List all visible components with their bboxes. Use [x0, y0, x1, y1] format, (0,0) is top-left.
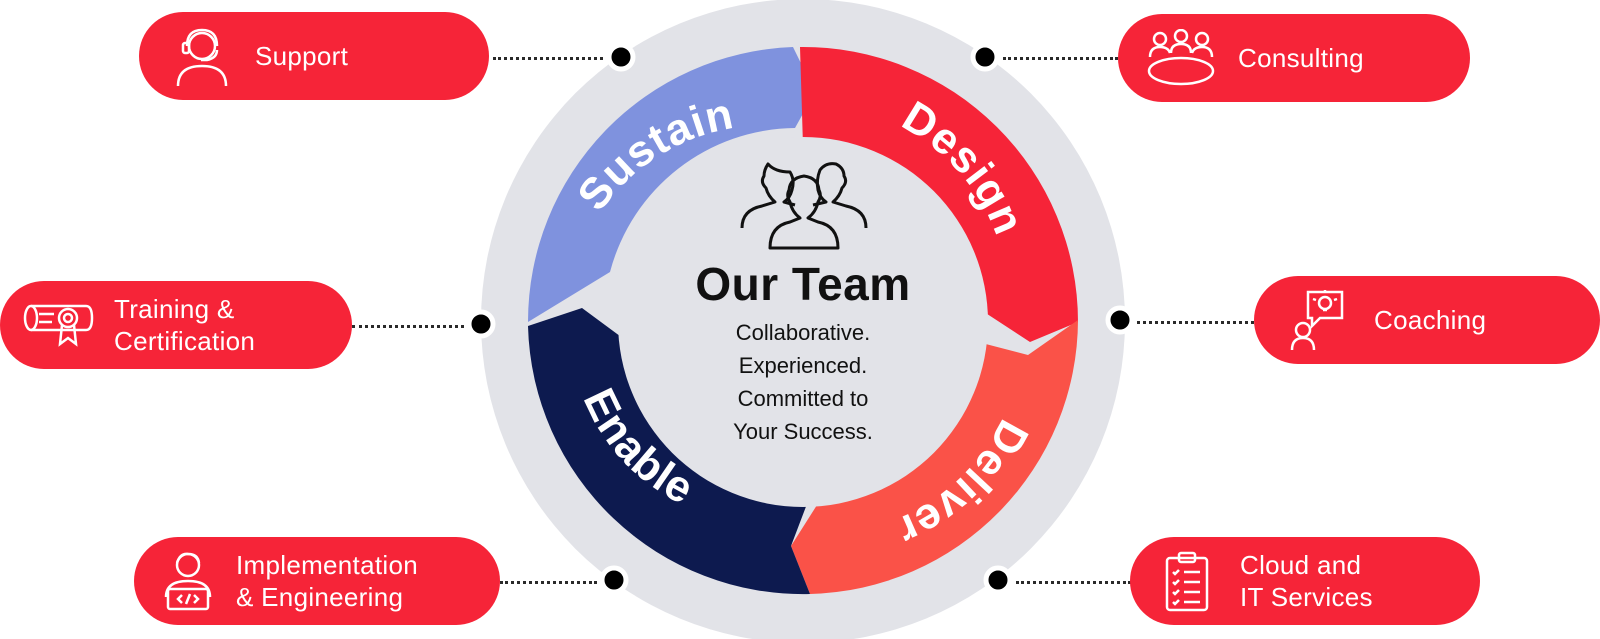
support-pill: Support [139, 12, 489, 100]
tagline-line: Committed to [737, 386, 869, 411]
connector-dot-training [466, 309, 496, 339]
connector-dot-coaching [1105, 305, 1135, 335]
cloud-pill: Cloud and IT Services [1130, 537, 1480, 625]
support-label: Support [255, 41, 349, 71]
training-label-line1: Training & [114, 294, 235, 324]
checklist-clipboard-icon [1162, 550, 1212, 612]
connector-support [493, 57, 603, 60]
tagline-line: Your Success. [733, 419, 873, 444]
team-tagline: Collaborative. Experienced. Committed to… [663, 316, 943, 448]
connector-dot-consulting [970, 42, 1000, 72]
consulting-pill: Consulting [1118, 14, 1470, 102]
segment-deliver [791, 320, 1078, 594]
team-icon [740, 162, 868, 250]
implementation-pill: Implementation & Engineering [134, 537, 500, 625]
cloud-label-line2: IT Services [1240, 582, 1373, 612]
certificate-icon [22, 300, 94, 350]
cloud-label: Cloud and IT Services [1240, 549, 1373, 613]
coaching-lightbulb-icon [1290, 288, 1346, 352]
connector-dot-cloud [983, 565, 1013, 595]
center-content: Our Team Collaborative. Experienced. Com… [663, 258, 943, 448]
training-pill: Training & Certification [0, 281, 352, 369]
connector-cloud [1016, 581, 1131, 584]
connector-dot-support [606, 42, 636, 72]
coaching-pill: Coaching [1254, 276, 1600, 364]
implementation-label-line1: Implementation [236, 550, 418, 580]
training-label-line2: Certification [114, 326, 256, 356]
tagline-line: Experienced. [738, 353, 868, 378]
connector-coaching [1137, 321, 1254, 324]
training-label: Training & Certification [114, 293, 255, 357]
connector-dot-implementation [599, 565, 629, 595]
connector-consulting [1003, 57, 1118, 60]
headset-icon [173, 24, 231, 88]
connector-implementation [500, 581, 597, 584]
segment-design [800, 46, 1078, 342]
segment-enable [528, 308, 810, 595]
meeting-table-icon [1146, 29, 1216, 87]
connector-training [352, 325, 464, 328]
implementation-label: Implementation & Engineering [236, 549, 418, 613]
coaching-label: Coaching [1374, 305, 1487, 335]
implementation-label-line2: & Engineering [236, 582, 404, 612]
center-disc [618, 137, 988, 507]
tagline-line: Collaborative. [735, 320, 871, 345]
developer-icon [160, 549, 216, 613]
team-title: Our Team [695, 258, 911, 310]
segment-sustain [527, 47, 815, 322]
cloud-label-line1: Cloud and [1240, 550, 1362, 580]
consulting-label: Consulting [1238, 43, 1364, 73]
